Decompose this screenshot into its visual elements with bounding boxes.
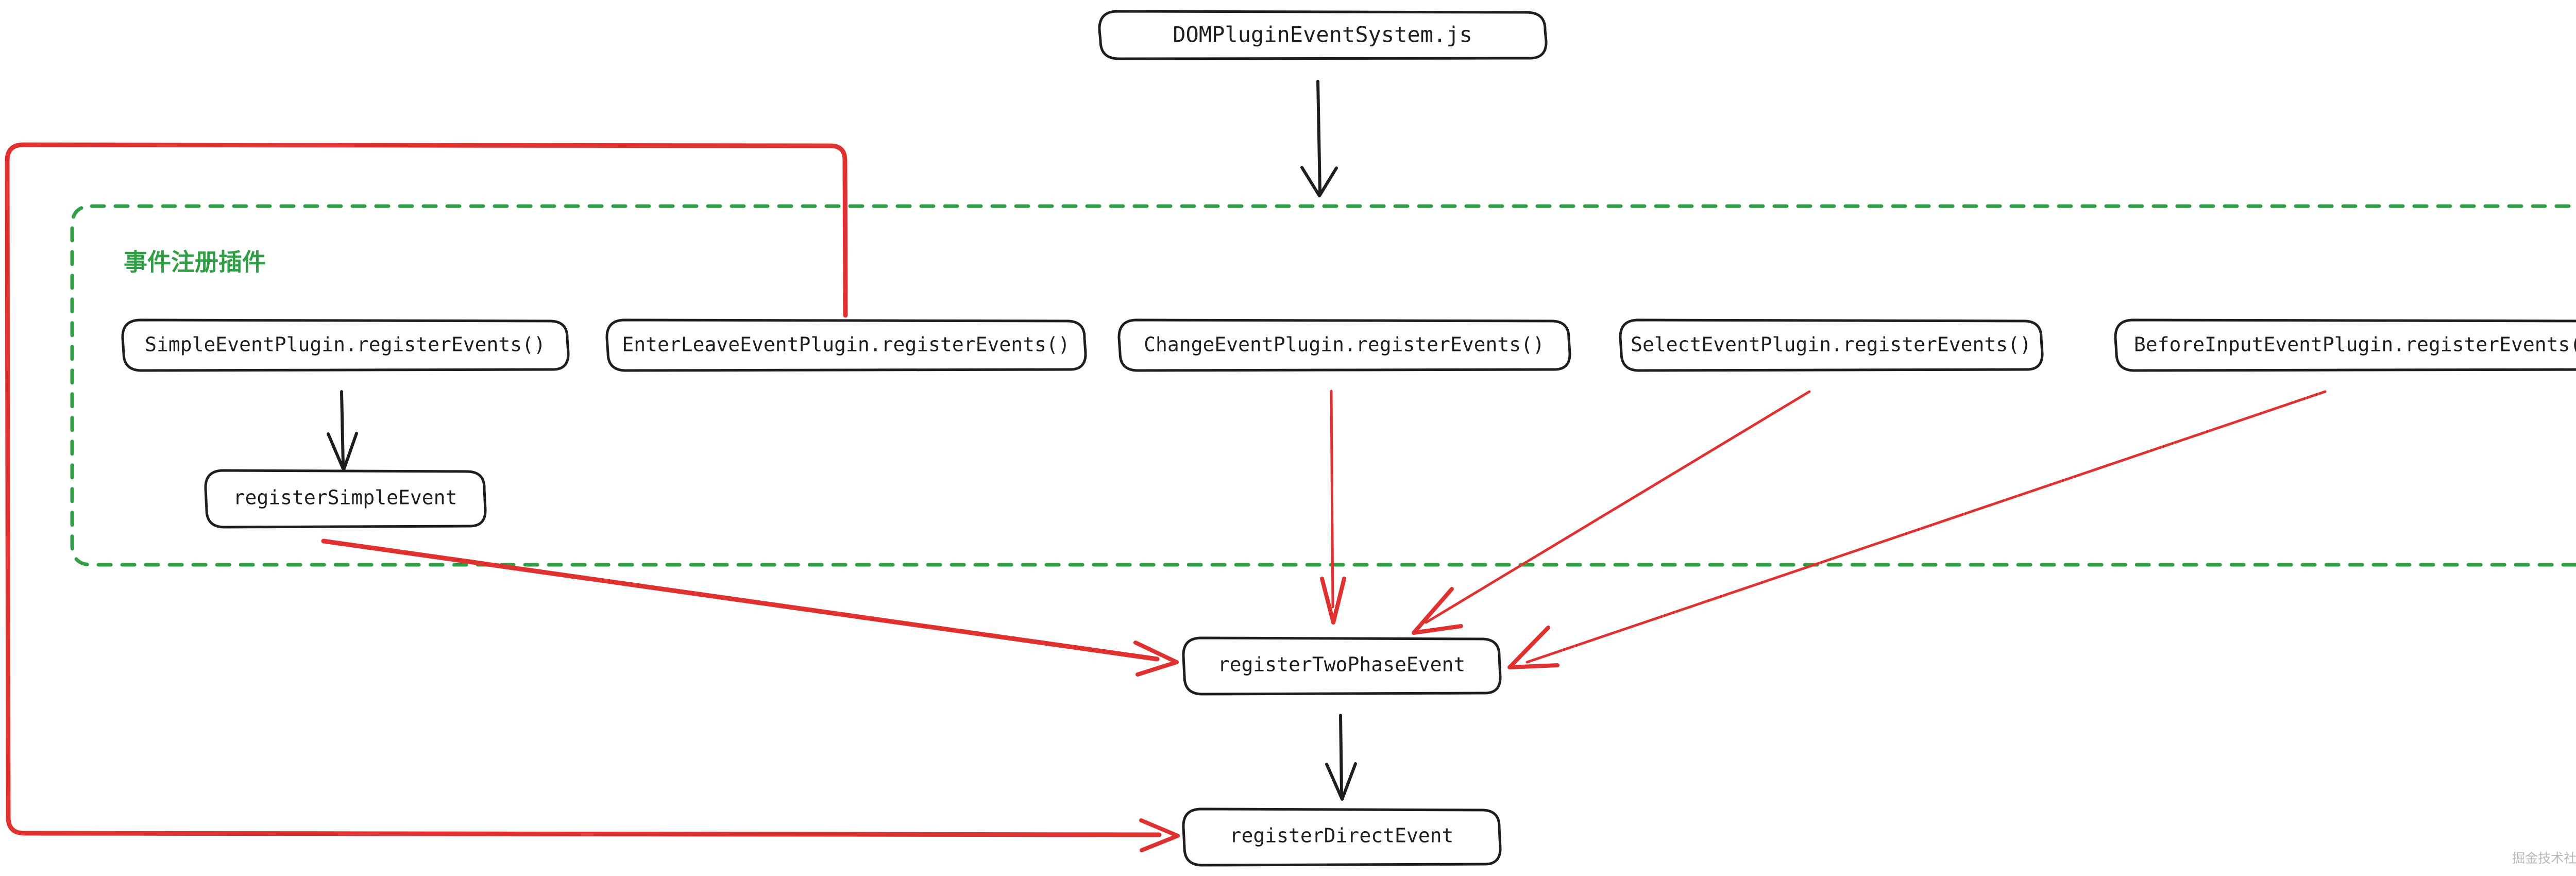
- group-label: 事件注册插件: [124, 248, 266, 276]
- node-register-direct-event[interactable]: registerDirectEvent: [1182, 807, 1502, 867]
- edge-root-to-group: [1300, 80, 1338, 197]
- edge-register-simple-to-two-phase: [321, 538, 1179, 677]
- node-label-root: DOMPluginEventSystem.js: [1173, 22, 1472, 47]
- group-event-register-plugins: 事件注册插件: [70, 204, 2576, 567]
- node-label-register-direct-event: registerDirectEvent: [1230, 824, 1454, 847]
- node-enter-leave-event-plugin[interactable]: EnterLeaveEventPlugin.registerEvents(): [605, 318, 1087, 372]
- node-label-change-event-plugin: ChangeEventPlugin.registerEvents(): [1144, 333, 1545, 356]
- edge-two-phase-to-direct: [1325, 714, 1357, 801]
- edge-before-input-plugin-to-two-phase: [1507, 390, 2327, 669]
- node-label-simple-event-plugin: SimpleEventPlugin.registerEvents(): [145, 333, 546, 356]
- node-register-simple-event[interactable]: registerSimpleEvent: [204, 469, 487, 529]
- node-label-before-input-event-plugin: BeforeInputEventPlugin.registerEvents(): [2134, 333, 2576, 356]
- node-simple-event-plugin[interactable]: SimpleEventPlugin.registerEvents(): [121, 318, 570, 372]
- node-label-register-simple-event: registerSimpleEvent: [233, 486, 457, 509]
- node-label-select-event-plugin: SelectEventPlugin.registerEvents(): [1631, 333, 2031, 356]
- node-dompluginenventsystem[interactable]: DOMPluginEventSystem.js: [1098, 10, 1548, 60]
- edge-simple-plugin-to-register-simple: [327, 390, 358, 471]
- node-select-event-plugin[interactable]: SelectEventPlugin.registerEvents(): [1619, 318, 2044, 372]
- node-label-enter-leave-event-plugin: EnterLeaveEventPlugin.registerEvents(): [622, 333, 1070, 356]
- edge-change-plugin-to-two-phase: [1320, 390, 1346, 625]
- edge-enter-leave-to-register-direct: [5, 142, 1180, 852]
- node-before-input-event-plugin[interactable]: BeforeInputEventPlugin.registerEvents(): [2114, 318, 2576, 372]
- node-label-register-two-phase-event: registerTwoPhaseEvent: [1218, 653, 1465, 676]
- watermark: 掘金技术社区 @ yyyao: [2512, 851, 2576, 866]
- node-register-two-phase-event[interactable]: registerTwoPhaseEvent: [1182, 636, 1502, 696]
- edge-select-plugin-to-two-phase: [1412, 390, 1811, 635]
- node-change-event-plugin[interactable]: ChangeEventPlugin.registerEvents(): [1117, 318, 1571, 372]
